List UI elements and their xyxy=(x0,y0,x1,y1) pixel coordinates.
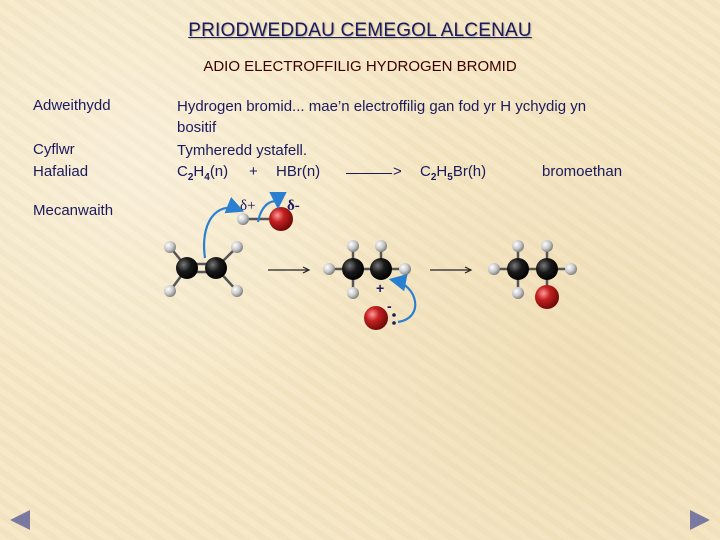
hydrogen-atom xyxy=(323,263,335,275)
bromine-atom xyxy=(535,285,559,309)
hydrogen-atom xyxy=(164,241,176,253)
equation-arrow-head: > xyxy=(393,163,402,180)
carbocation-charge: + xyxy=(376,280,384,296)
hydrogen-atom xyxy=(399,263,411,275)
carbon-atom xyxy=(536,258,558,280)
hydrogen-atom xyxy=(375,240,387,252)
hydrogen-atom xyxy=(488,263,500,275)
hydrogen-atom xyxy=(231,285,243,297)
equation-product-name: bromoethan xyxy=(542,163,623,180)
hydrogen-atom xyxy=(231,241,243,253)
equation-plus: + xyxy=(249,163,258,180)
carbon-atom xyxy=(176,257,198,279)
bromine-atom xyxy=(269,207,293,231)
equation-arrow-line xyxy=(346,173,392,174)
curly-arrow-bromide-attack xyxy=(388,273,417,324)
carbon-atom xyxy=(205,257,227,279)
conditions-text: Tymheredd ystafell. xyxy=(177,142,308,159)
next-slide-button[interactable] xyxy=(690,510,710,530)
page-subtitle: ADIO ELECTROFFILIG HYDROGEN BROMID xyxy=(203,58,517,75)
equation-reactant-ethene: C2H4(n) xyxy=(177,163,229,183)
hydrogen-atom xyxy=(237,213,249,225)
hydrogen-atom xyxy=(512,240,524,252)
page-title: PRIODWEDDAU CEMEGOL ALCENAU xyxy=(188,20,532,41)
curly-arrow-pi-bond xyxy=(202,196,245,259)
label-equation: Hafaliad xyxy=(33,163,89,180)
hydrogen-atom xyxy=(164,285,176,297)
label-reagent: Adweithydd xyxy=(33,97,111,114)
carbocation-molecule xyxy=(323,240,411,299)
delta-plus-label: δ+ xyxy=(240,198,256,214)
carbon-atom xyxy=(370,258,392,280)
hydrogen-atom xyxy=(512,287,524,299)
carbon-atom xyxy=(342,258,364,280)
previous-slide-button[interactable] xyxy=(10,510,30,530)
hydrogen-atom xyxy=(541,240,553,252)
curly-arrow-hbr-bond xyxy=(256,191,287,223)
equation-reactant-hbr: HBr(n) xyxy=(276,163,321,180)
hydrogen-atom xyxy=(347,240,359,252)
hydrogen-atom xyxy=(565,263,577,275)
reagent-text-line2: bositif xyxy=(177,119,217,136)
carbon-atom xyxy=(507,258,529,280)
reagent-text-line1: Hydrogen bromid... mae’n electroffilig g… xyxy=(177,98,587,115)
bromine-atom xyxy=(364,306,388,330)
bromide-charge: - xyxy=(387,298,392,314)
bromoethane-molecule xyxy=(488,240,577,309)
ethene-molecule xyxy=(164,241,243,297)
equation-product: C2H5Br(h) xyxy=(420,163,487,183)
hbr-molecule xyxy=(237,207,293,231)
hydrogen-atom xyxy=(347,287,359,299)
delta-minus-label: δ- xyxy=(287,198,300,214)
label-mechanism: Mecanwaith xyxy=(33,202,114,219)
label-conditions: Cyflwr xyxy=(33,141,75,158)
bromide-ion xyxy=(364,306,396,330)
